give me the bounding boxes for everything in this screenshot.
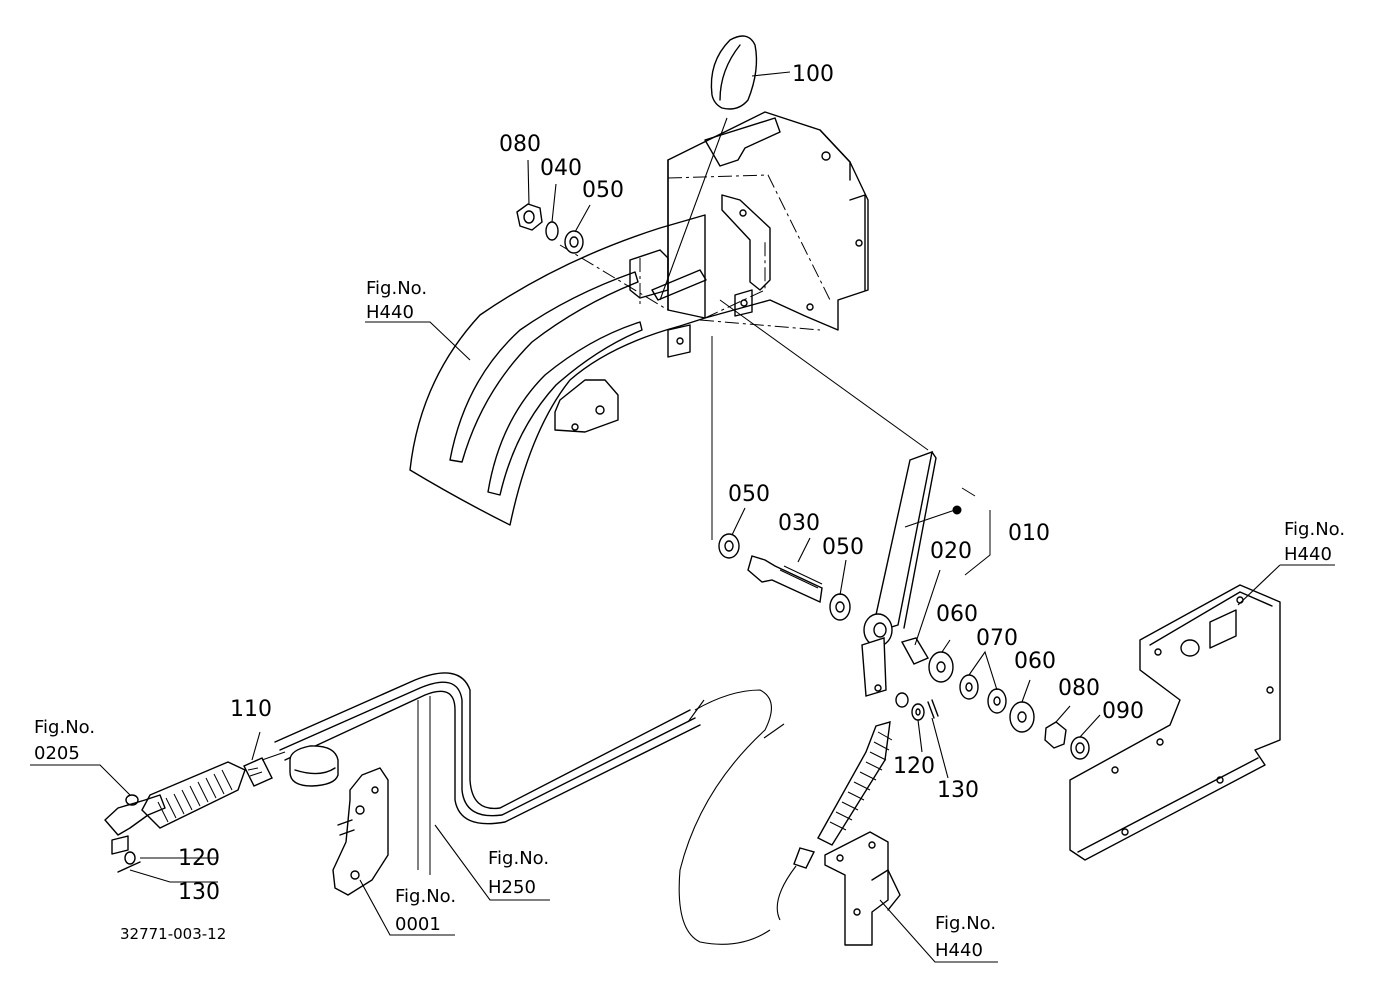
label-060-b: 060 (1014, 649, 1056, 674)
right-bracket (1069, 584, 1281, 861)
label-070: 070 (976, 626, 1018, 651)
ref-0205: 0205 (34, 743, 80, 764)
label-040: 040 (540, 156, 582, 181)
pedal-pad (710, 35, 758, 110)
part-labels: 100 080 040 050 050 030 050 020 010 060 … (178, 62, 1144, 905)
label-080-top: 080 (499, 132, 541, 157)
ref-h440-left-prefix: Fig.No. (366, 278, 427, 299)
label-050-left: 050 (728, 482, 770, 507)
label-030: 030 (778, 511, 820, 536)
label-100: 100 (792, 62, 834, 87)
top-fasteners (516, 203, 584, 254)
ref-h440-right: H440 (1284, 544, 1332, 565)
ref-0001-prefix: Fig.No. (395, 886, 456, 907)
label-120-mid: 120 (893, 754, 935, 779)
cable-assembly (104, 672, 901, 946)
label-050-mid: 050 (822, 535, 864, 560)
ref-h250: H250 (488, 877, 536, 898)
ref-h440-right-prefix: Fig.No. (1284, 519, 1345, 540)
label-090: 090 (1102, 699, 1144, 724)
ref-h440-bottom-prefix: Fig.No. (935, 913, 996, 934)
pedal-guide-bracket (409, 111, 869, 526)
ref-h440-left: H440 (366, 302, 414, 323)
leader-lines (30, 71, 1335, 963)
ref-0205-prefix: Fig.No. (34, 717, 95, 738)
label-130-mid: 130 (937, 778, 979, 803)
figure-references: Fig.No. H440 Fig.No. H440 Fig.No. 0205 F… (34, 278, 1345, 961)
label-130-left: 130 (178, 880, 220, 905)
label-020: 020 (930, 539, 972, 564)
label-110: 110 (230, 697, 272, 722)
ref-h440-bottom: H440 (935, 940, 983, 961)
ref-0001: 0001 (395, 914, 441, 935)
label-010: 010 (1008, 521, 1050, 546)
pedal-arm (711, 299, 937, 697)
pivot-hardware (895, 637, 1090, 760)
pivot-shaft (718, 533, 851, 621)
label-120-left: 120 (178, 846, 220, 871)
label-080-right: 080 (1058, 676, 1100, 701)
label-050-top: 050 (582, 178, 624, 203)
drawing-number: 32771-003-12 (120, 925, 226, 943)
label-060-a: 060 (936, 602, 978, 627)
ref-h250-prefix: Fig.No. (488, 848, 549, 869)
